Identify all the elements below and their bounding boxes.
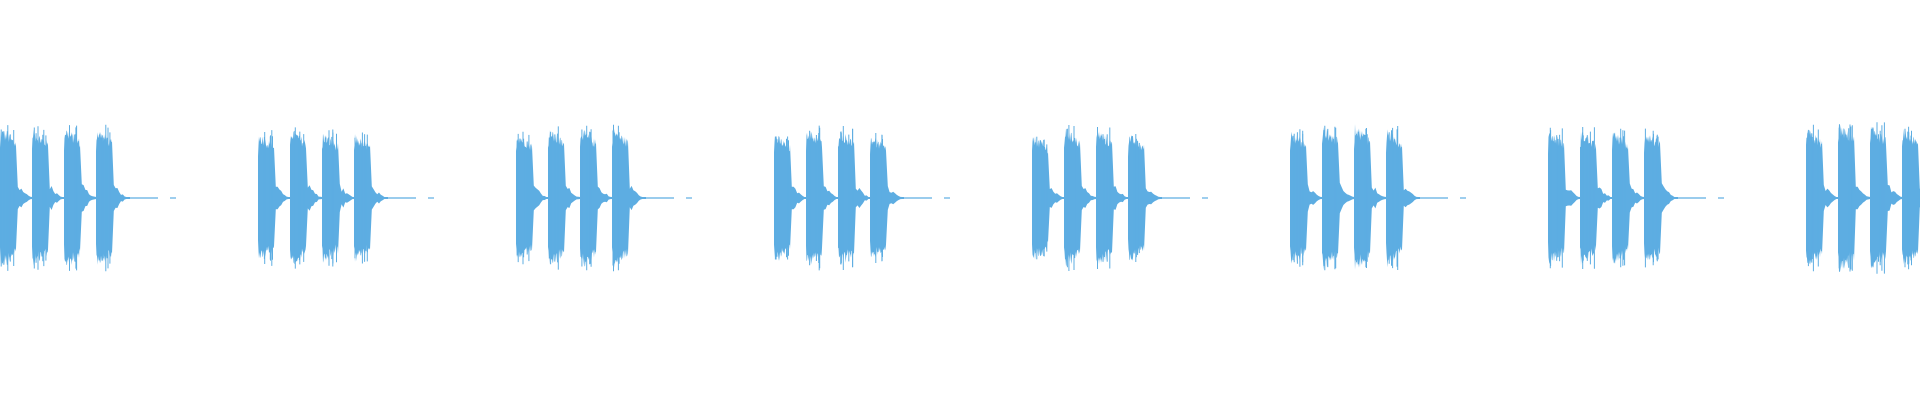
waveform-burst xyxy=(322,133,356,263)
waveform-group xyxy=(258,127,434,269)
waveform-group xyxy=(1032,125,1208,271)
waveform-burst xyxy=(1580,131,1614,266)
waveform-burst xyxy=(1548,130,1582,267)
waveform-burst xyxy=(1096,131,1130,266)
waveform-burst xyxy=(516,136,550,258)
waveform-group xyxy=(774,125,950,271)
waveform-burst xyxy=(32,129,66,266)
waveform-burst xyxy=(1644,135,1678,261)
waveform-burst xyxy=(838,131,872,266)
waveform-burst xyxy=(1064,128,1098,266)
waveform-burst xyxy=(1354,124,1388,270)
waveform-burst xyxy=(354,134,388,262)
waveform-burst xyxy=(1612,132,1646,264)
waveform-burst xyxy=(1870,126,1904,268)
waveform-burst xyxy=(806,130,840,266)
waveform-group xyxy=(516,124,692,272)
waveform-burst xyxy=(0,131,34,265)
waveform-group xyxy=(1548,127,1724,269)
waveform-burst xyxy=(548,129,582,265)
waveform-group xyxy=(0,124,176,272)
waveform-group xyxy=(1806,122,1920,274)
waveform-burst xyxy=(1806,130,1840,265)
waveform-burst xyxy=(1322,127,1356,270)
waveform-burst xyxy=(64,130,98,265)
waveform-burst xyxy=(774,136,808,261)
waveform-burst xyxy=(870,137,904,258)
waveform-burst xyxy=(1386,129,1420,268)
waveform-burst xyxy=(580,130,614,267)
waveform-burst xyxy=(1128,135,1162,261)
waveform-burst xyxy=(258,136,292,259)
waveform-burst xyxy=(1838,123,1872,272)
waveform-group xyxy=(1290,124,1466,271)
waveform-burst xyxy=(96,132,130,265)
waveform-burst xyxy=(1290,131,1324,264)
waveform-burst xyxy=(612,128,646,268)
